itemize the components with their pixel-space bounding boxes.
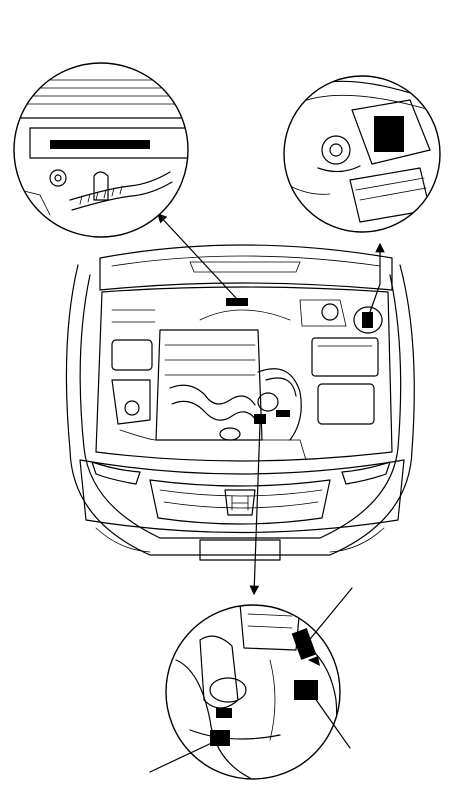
detail-callout-bottom xyxy=(165,604,341,780)
locator-marker-1 xyxy=(226,298,248,306)
license-plate-mount xyxy=(199,539,281,561)
locator-marker-2 xyxy=(362,312,373,328)
detail-callout-top-right xyxy=(283,75,441,233)
grille xyxy=(149,479,331,525)
vehicle-front-illustration xyxy=(65,244,415,561)
callout-arrow-top-left xyxy=(157,213,237,299)
hood xyxy=(99,244,393,291)
detail-marker-bottom-4 xyxy=(210,730,230,746)
leader-line-1 xyxy=(305,587,353,645)
callout-arrow-bottom xyxy=(249,423,261,596)
body-outline xyxy=(65,264,415,556)
detail-marker-top-right xyxy=(374,116,404,152)
engine-bay xyxy=(95,286,393,462)
emblem xyxy=(224,489,256,516)
front-bumper xyxy=(79,459,405,534)
engine-block xyxy=(155,329,263,441)
callout-arrow-top-right xyxy=(369,242,385,313)
battery xyxy=(311,337,379,377)
detail-marker-bottom-1 xyxy=(291,628,317,660)
headlight-left xyxy=(91,461,141,485)
detail-marker-bottom-3 xyxy=(216,708,232,718)
locator-ring-2 xyxy=(353,306,383,334)
leader-line-3 xyxy=(149,739,219,773)
detail-marker-top-left xyxy=(50,140,150,149)
leader-line-2 xyxy=(311,693,351,749)
locator-marker-3a xyxy=(254,414,266,424)
headlight-right xyxy=(341,461,391,485)
locator-marker-3b xyxy=(276,410,290,417)
detail-callout-top-left xyxy=(13,62,189,238)
